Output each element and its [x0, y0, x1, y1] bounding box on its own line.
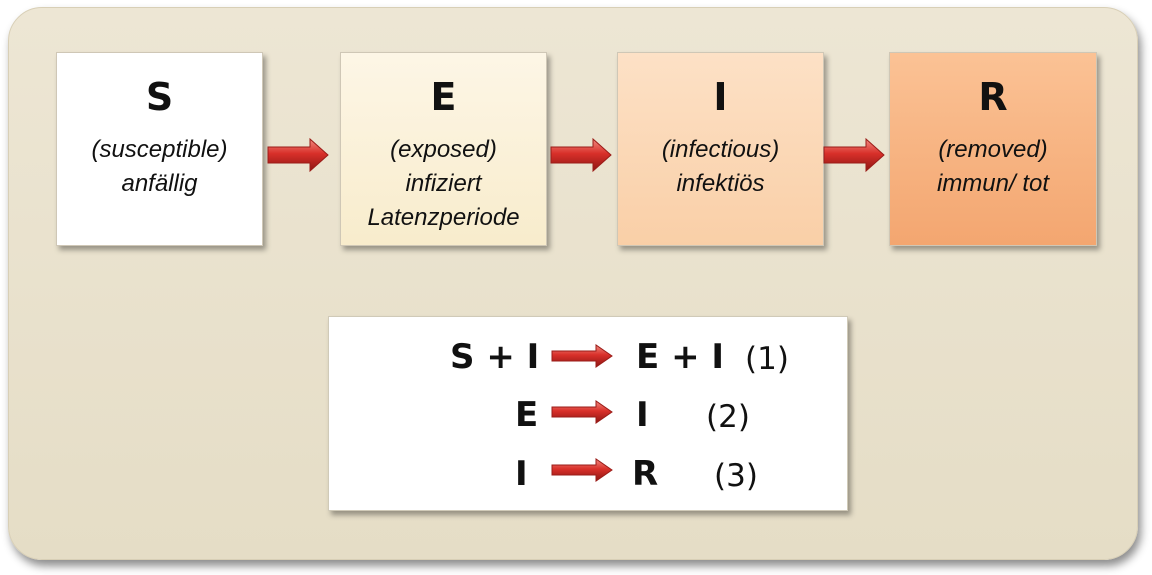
equation-3-rhs: R: [632, 454, 659, 494]
equation-3-lhs: I: [515, 454, 528, 494]
arrow-s-to-e-icon: [267, 137, 329, 173]
state-letter-r: R: [978, 75, 1008, 119]
state-box-infectious: I (infectious) infektiös: [617, 52, 824, 246]
state-e-german: infiziert: [405, 170, 482, 197]
arrow-i-to-r-icon: [823, 137, 885, 173]
equation-2-lhs: E: [515, 395, 539, 435]
state-i-german: infektiös: [676, 170, 765, 197]
equation-2-arrow-icon: [551, 400, 613, 424]
arrow-e-to-i-icon: [550, 137, 612, 173]
state-i-english: (infectious): [661, 136, 780, 163]
equation-1-lhs: S + I: [450, 337, 540, 377]
state-letter-i: I: [713, 75, 728, 119]
equation-1-arrow-icon: [551, 344, 613, 368]
state-e-english: (exposed): [390, 136, 497, 163]
state-r-german: immun/ tot: [936, 170, 1050, 197]
equation-3-number: (3): [714, 458, 758, 494]
state-s-german: anfällig: [121, 170, 198, 197]
equation-3-arrow-icon: [551, 458, 613, 482]
state-s-english: (susceptible): [91, 136, 228, 163]
state-box-removed: R (removed) immun/ tot: [889, 52, 1097, 246]
equation-2-number: (2): [706, 399, 750, 435]
state-e-note: Latenzperiode: [367, 204, 520, 231]
equation-1-number: (1): [745, 341, 789, 377]
state-letter-e: E: [430, 75, 457, 119]
state-letter-s: S: [145, 75, 174, 119]
state-box-exposed: E (exposed) infiziert Latenzperiode: [340, 52, 547, 246]
state-box-susceptible: S (susceptible) anfällig: [56, 52, 263, 246]
equation-1-rhs: E + I: [636, 337, 725, 377]
state-r-english: (removed): [938, 136, 1048, 163]
equation-2-rhs: I: [636, 395, 649, 435]
